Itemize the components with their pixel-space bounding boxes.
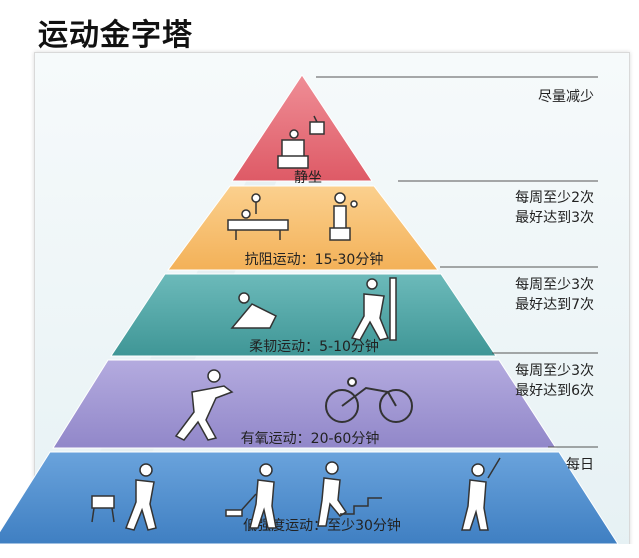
wall-stretch-icon bbox=[350, 277, 397, 341]
dog-walking-icon bbox=[91, 463, 157, 531]
tier-band-resistance bbox=[167, 185, 440, 271]
tier-label-resistance: 抗阻运动：15-30分钟 bbox=[245, 251, 384, 268]
stairs-icon bbox=[317, 461, 382, 527]
page-title: 运动金字塔 bbox=[38, 18, 193, 53]
golf-icon bbox=[461, 457, 501, 531]
bench-press-icon bbox=[227, 193, 289, 240]
tier-band-aerobic bbox=[52, 359, 557, 449]
tier-band-flexibility bbox=[110, 273, 497, 357]
cycling-icon bbox=[325, 377, 413, 423]
bottom-edge bbox=[0, 544, 639, 558]
freq-2-line-0: 每周至少3次 bbox=[515, 277, 594, 293]
stretching-icon bbox=[230, 292, 278, 329]
freq-3-line-1: 最好达到6次 bbox=[515, 383, 594, 399]
sweeping-icon bbox=[225, 463, 277, 529]
tier-label-flexibility: 柔韧运动：5-10分钟 bbox=[249, 338, 379, 355]
tier-band-sedentary-shape bbox=[231, 74, 373, 182]
freq-2-line-1: 最好达到7次 bbox=[515, 297, 594, 313]
running-icon bbox=[174, 369, 234, 441]
dumbbell-curl-icon bbox=[329, 192, 358, 241]
freq-4-line-0: 每日 bbox=[566, 457, 594, 473]
freq-3-line-0: 每周至少3次 bbox=[515, 363, 594, 379]
freq-1-line-1: 最好达到3次 bbox=[515, 210, 594, 226]
tier-label-sedentary: 静坐 bbox=[294, 170, 322, 186]
tv-sitting-icon bbox=[277, 115, 325, 169]
freq-1-line-0: 每周至少2次 bbox=[515, 190, 594, 206]
freq-0-line-0: 尽量减少 bbox=[538, 89, 594, 105]
tier-label-aerobic: 有氧运动：20-60分钟 bbox=[241, 430, 380, 447]
